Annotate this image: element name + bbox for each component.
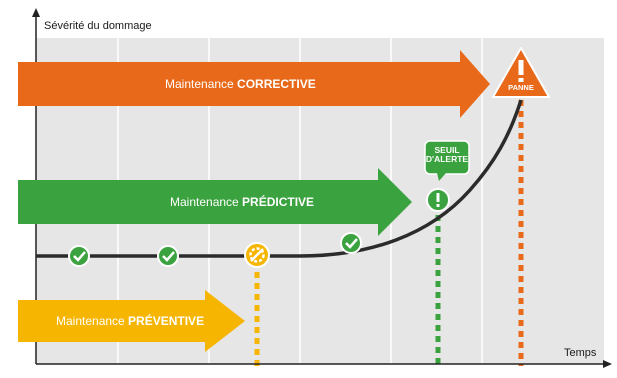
check-icon — [68, 245, 90, 267]
preventive-label: Maintenance PRÉVENTIVE — [56, 314, 204, 328]
preventive-label-emphasis: PRÉVENTIVE — [128, 314, 205, 328]
exclamation-icon — [426, 188, 450, 212]
predictive-label-emphasis: PRÉDICTIVE — [242, 195, 315, 209]
alert-threshold-label: SEUIL D'ALERTE — [425, 146, 469, 164]
corrective-label: Maintenance CORRECTIVE — [165, 77, 316, 91]
y-axis-arrowhead — [32, 8, 40, 17]
alert-threshold-line1: SEUIL — [434, 145, 460, 155]
alert-threshold-line2: D'ALERTE — [425, 153, 469, 164]
wrench-gear-icon — [244, 242, 270, 268]
predictive-arrow — [18, 168, 412, 236]
check-icon — [157, 245, 179, 267]
predictive-label-prefix: Maintenance — [170, 195, 243, 209]
degradation-curve — [36, 99, 523, 258]
warning-triangle-icon — [492, 47, 550, 98]
y-axis-label: Sévérité du dommage — [44, 20, 152, 32]
corrective-arrow — [18, 50, 490, 118]
corrective-label-emphasis: CORRECTIVE — [237, 77, 316, 91]
corrective-label-prefix: Maintenance — [165, 77, 238, 91]
alert-bubble — [424, 140, 470, 181]
x-axis-label: Temps — [564, 347, 597, 359]
check-icon — [340, 232, 362, 254]
x-axis-arrowhead — [603, 360, 612, 368]
preventive-label-prefix: Maintenance — [56, 314, 129, 328]
preventive-arrow — [18, 290, 245, 352]
failure-label: PANNE — [508, 83, 534, 92]
predictive-label: Maintenance PRÉDICTIVE — [170, 195, 314, 209]
